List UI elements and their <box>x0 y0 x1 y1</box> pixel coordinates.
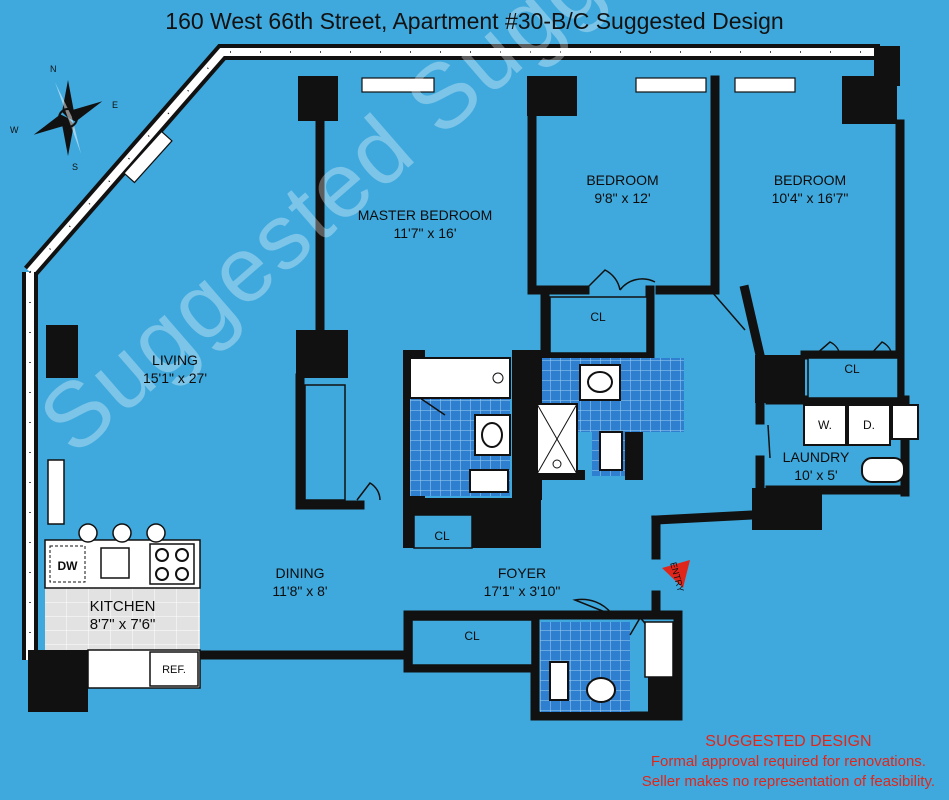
compass-icon <box>33 80 103 156</box>
room-name: BEDROOM <box>773 172 847 188</box>
room-dims: 8'7" x 7'6" <box>89 616 156 633</box>
room-dining: DINING 11'8" x 8' <box>240 564 360 600</box>
notice-heading: SUGGESTED DESIGN <box>705 733 872 750</box>
dryer-label: D. <box>863 418 875 432</box>
room-living: LIVING 15'1" x 27' <box>100 351 250 387</box>
room-name: LAUNDRY <box>782 449 850 465</box>
page-title: 160 West 66th Street, Apartment #30-B/C … <box>165 8 784 34</box>
room-name: LIVING <box>152 352 198 368</box>
shower-2 <box>536 403 578 475</box>
bath-fixtures <box>469 364 623 703</box>
linen-closet <box>644 621 674 678</box>
structural-columns <box>28 46 900 716</box>
notice-line-1: Formal approval required for renovations… <box>650 753 926 770</box>
kitchen-area <box>44 523 201 689</box>
room-dims: 17'1" x 3'10" <box>483 583 561 599</box>
room-foyer: FOYER 17'1" x 3'10" <box>462 564 582 600</box>
window-units <box>123 77 796 184</box>
compass-south: S <box>72 162 79 172</box>
washer-label: W. <box>818 418 832 432</box>
washer-dryer <box>803 404 919 483</box>
room-kitchen: KITCHEN 8'7" x 7'6" <box>60 598 185 634</box>
closet-label-foyer: CL <box>464 629 480 643</box>
room-bedroom-2: BEDROOM 10'4" x 16'7" <box>745 171 875 207</box>
room-bedroom-1: BEDROOM 9'8" x 12' <box>560 171 685 207</box>
closets <box>304 296 899 666</box>
exterior-window-wall <box>22 44 880 660</box>
room-dims: 15'1" x 27' <box>142 370 208 386</box>
room-name: FOYER <box>497 565 547 581</box>
compass-north: N <box>50 64 57 74</box>
compass-east: E <box>112 100 119 110</box>
room-name: DINING <box>275 565 325 581</box>
room-dims: 10'4" x 16'7" <box>771 190 849 206</box>
room-name: KITCHEN <box>89 598 156 615</box>
room-laundry: LAUNDRY 10' x 5' <box>766 448 866 484</box>
room-dims: 11'7" x 16' <box>393 225 457 241</box>
notice-line-2: Seller makes no representation of feasib… <box>641 773 935 790</box>
interior-walls <box>197 75 910 721</box>
room-name: MASTER BEDROOM <box>357 207 493 223</box>
shower <box>409 357 511 399</box>
room-master-bedroom: MASTER BEDROOM 11'7" x 16' <box>340 206 510 242</box>
room-dims: 9'8" x 12' <box>594 190 651 206</box>
radiator <box>47 459 65 525</box>
room-dims: 10' x 5' <box>794 467 838 483</box>
closet-label-bedroom: CL <box>590 310 606 324</box>
refrigerator-label: REF. <box>162 664 186 676</box>
room-dims: 11'8" x 8' <box>272 583 328 599</box>
suggested-design-notice: SUGGESTED DESIGN Formal approval require… <box>642 732 935 792</box>
dishwasher-label: DW <box>57 559 78 573</box>
compass-west: W <box>10 125 19 135</box>
entry-arrow <box>662 560 690 588</box>
closet-label-hall: CL <box>434 529 450 543</box>
room-name: BEDROOM <box>586 172 659 188</box>
closet-label-laundry: CL <box>844 362 860 376</box>
